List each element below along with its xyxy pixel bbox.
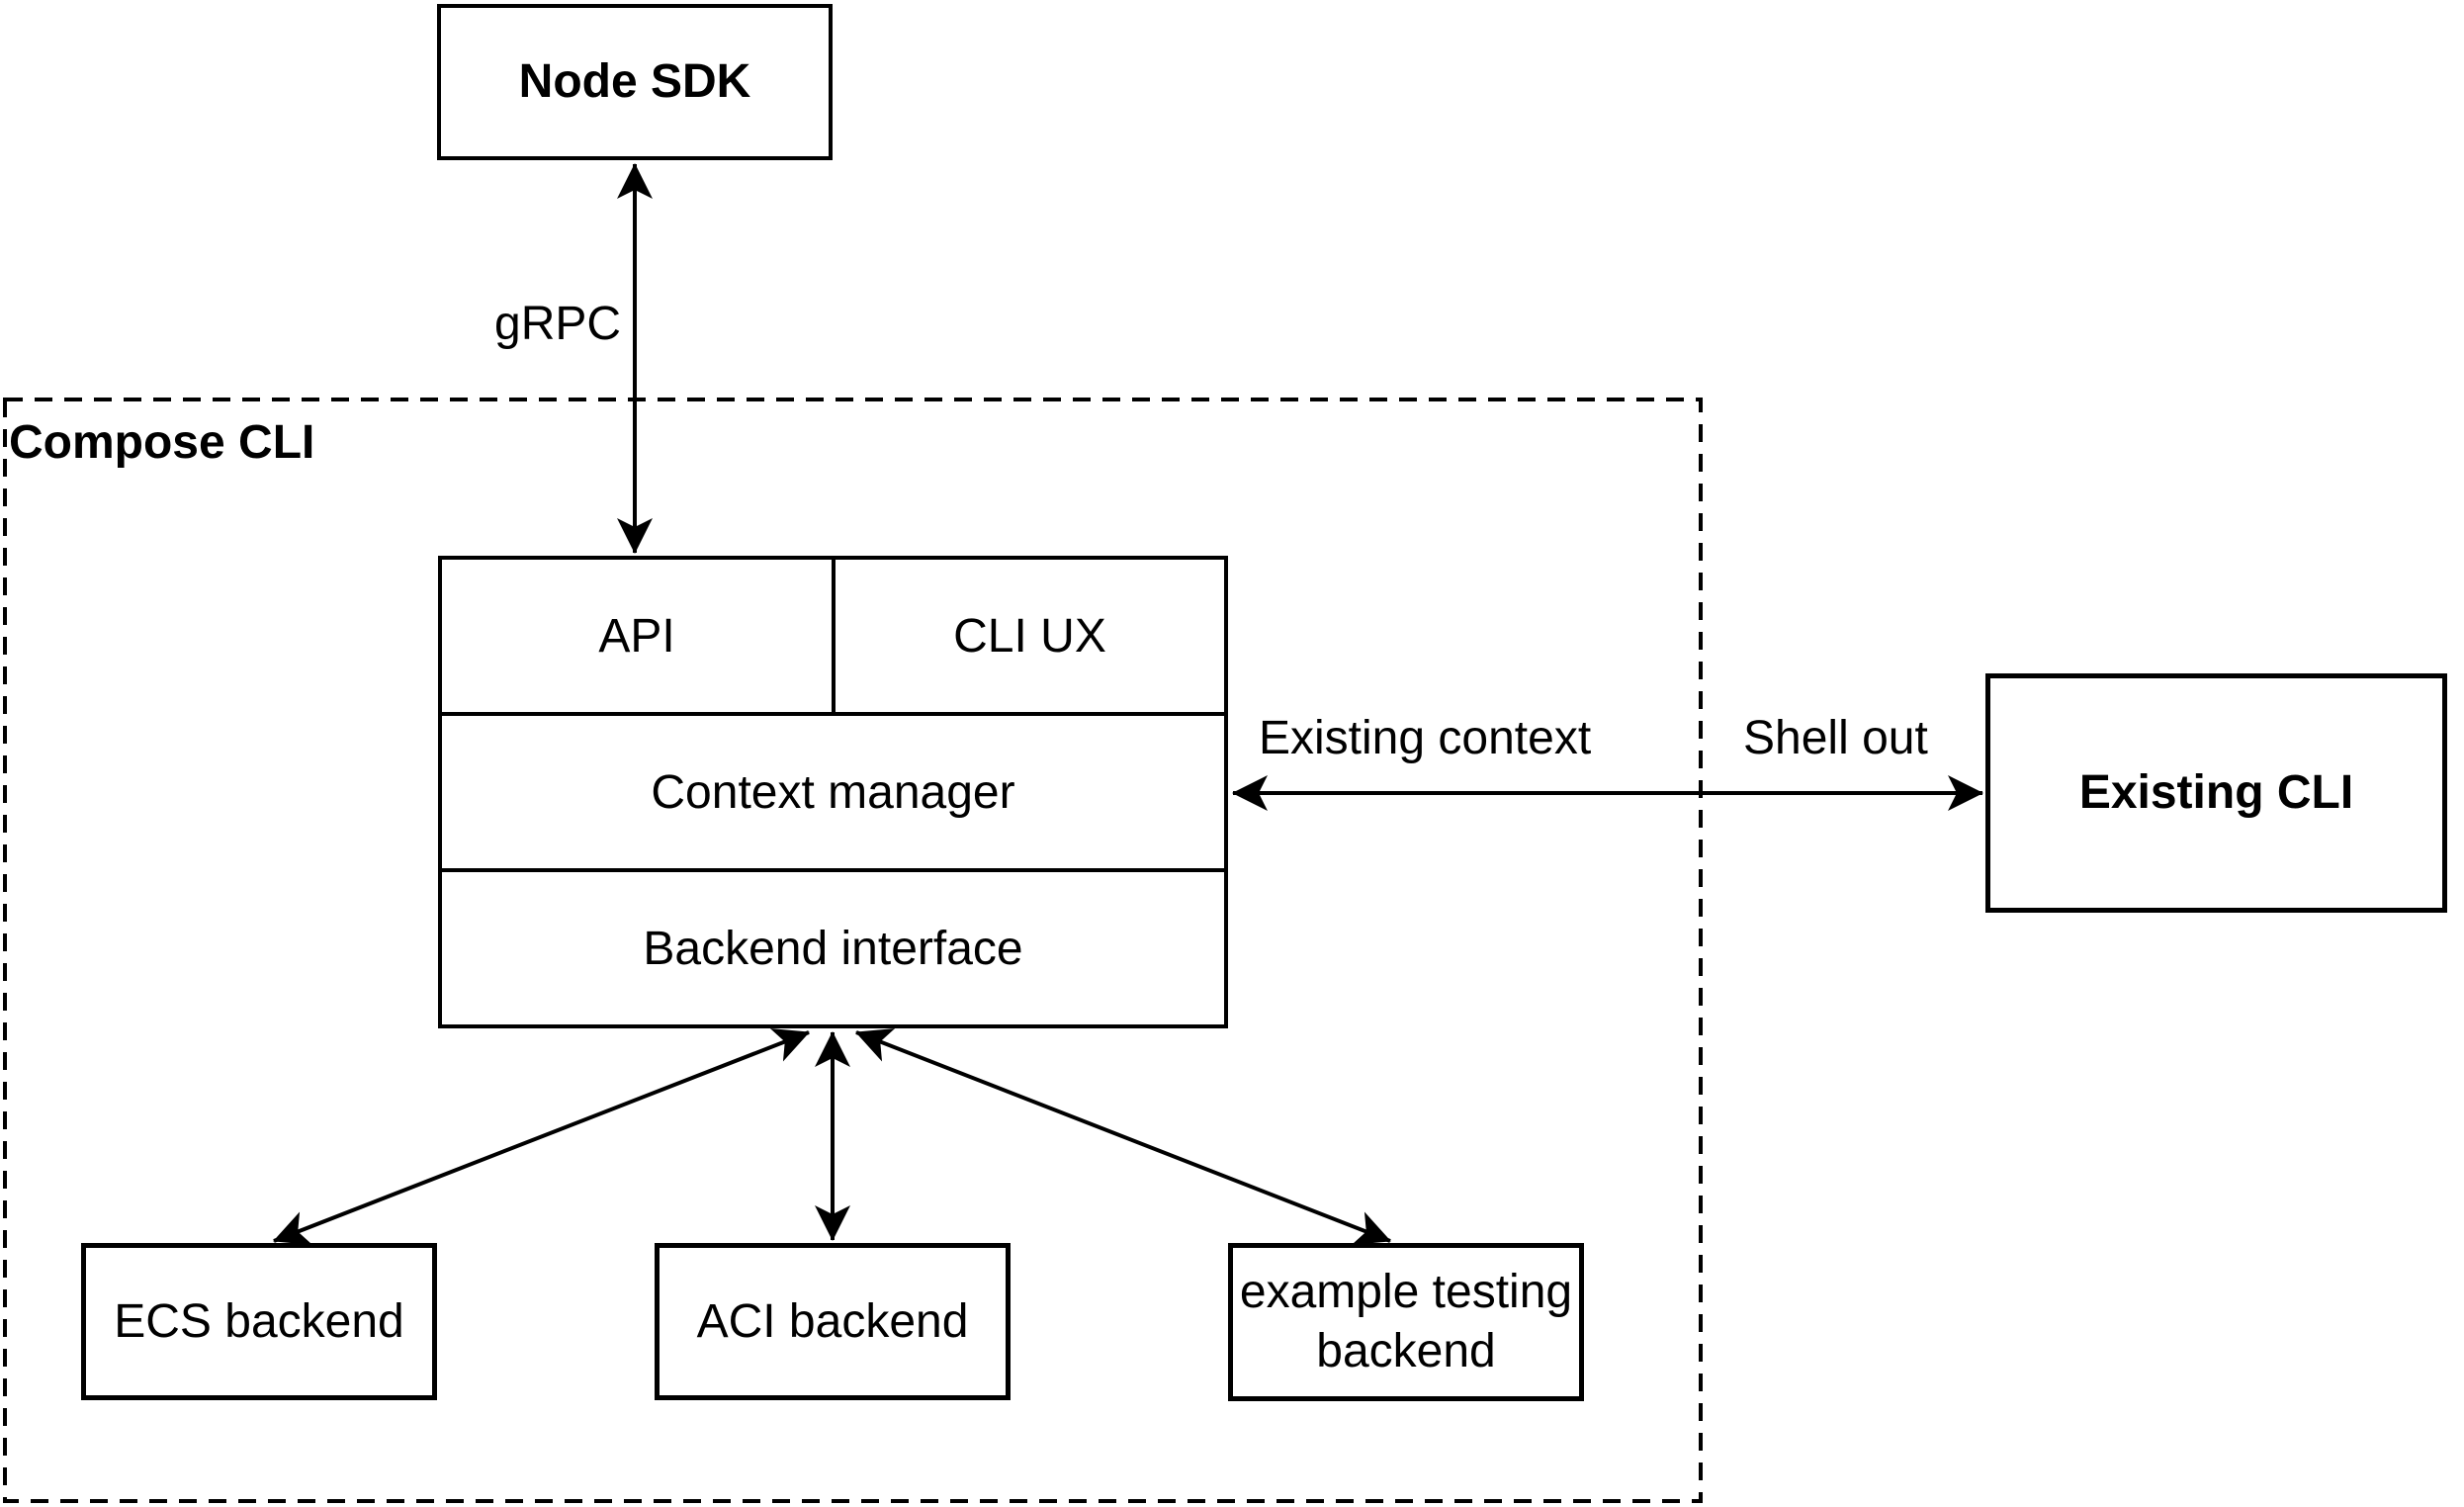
node-sdk-box: Node SDK bbox=[437, 4, 833, 160]
existing-cli-box: Existing CLI bbox=[1985, 673, 2447, 913]
api-label: API bbox=[598, 609, 675, 663]
compose-cli-container-label: Compose CLI bbox=[9, 416, 315, 469]
backend-interface-label: Backend interface bbox=[643, 922, 1023, 975]
existing-cli-label: Existing CLI bbox=[2078, 766, 2354, 819]
backend-interface-row: Backend interface bbox=[442, 872, 1224, 1024]
grpc-edge-label: gRPC bbox=[494, 297, 622, 350]
context-manager-cell: Context manager bbox=[442, 716, 1224, 868]
top-row: API CLI UX bbox=[442, 560, 1224, 716]
example-testing-backend-box: example testing backend bbox=[1228, 1243, 1584, 1401]
context-manager-row: Context manager bbox=[442, 716, 1224, 872]
example-testing-backend-arrow bbox=[855, 1027, 1391, 1246]
example-testing-backend-label: example testing backend bbox=[1239, 1266, 1573, 1377]
context-manager-label: Context manager bbox=[651, 765, 1015, 819]
existing-context-edge-label: Existing context bbox=[1259, 711, 1592, 764]
ecs-backend-arrow bbox=[273, 1027, 810, 1246]
compose-cli-core-box: API CLI UX Context manager Backend inter… bbox=[438, 556, 1228, 1028]
node-sdk-label: Node SDK bbox=[518, 55, 751, 108]
backend-interface-cell: Backend interface bbox=[442, 872, 1224, 1024]
aci-backend-label: ACI backend bbox=[696, 1294, 969, 1348]
cli-ux-cell: CLI UX bbox=[836, 560, 1224, 712]
ecs-backend-label: ECS backend bbox=[114, 1294, 404, 1348]
api-cell: API bbox=[442, 560, 836, 712]
shell-out-edge-label: Shell out bbox=[1743, 711, 1928, 764]
aci-backend-box: ACI backend bbox=[655, 1243, 1011, 1400]
ecs-backend-box: ECS backend bbox=[81, 1243, 437, 1400]
cli-ux-label: CLI UX bbox=[953, 609, 1106, 663]
